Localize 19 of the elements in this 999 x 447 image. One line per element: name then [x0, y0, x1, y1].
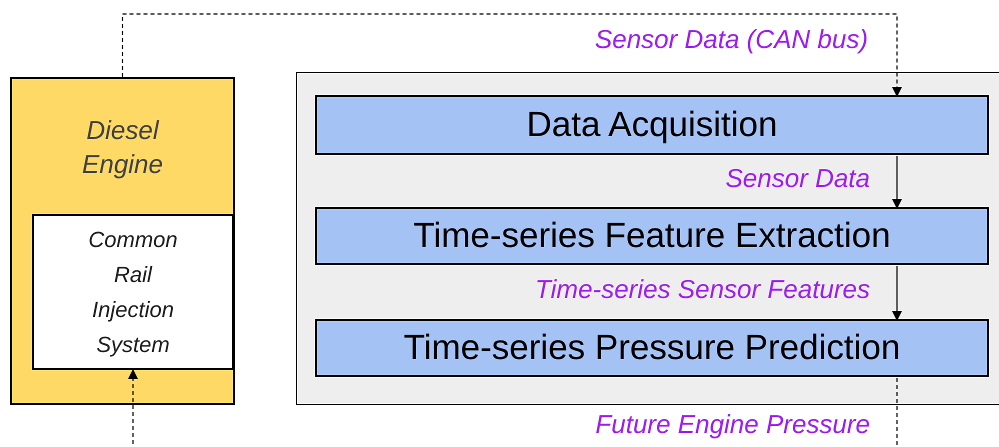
arrow: [892, 156, 902, 209]
node-label: Common Rail Injection System: [87, 226, 179, 359]
edge-label: Future Engine Pressure: [595, 409, 870, 439]
edge-label: Sensor Data (CAN bus): [594, 24, 868, 54]
node-label: Data Acquisition: [526, 105, 778, 145]
injection-system-box: [32, 214, 234, 370]
dashed-arrow: [128, 369, 898, 447]
engine-box: [10, 77, 235, 405]
dashed-arrow: [122, 13, 902, 97]
arrow: [892, 266, 902, 321]
process-box: [315, 95, 989, 155]
node-label: Time-series Pressure Prediction: [404, 328, 900, 368]
edge-label: Time-series Sensor Features: [535, 274, 870, 304]
node-label: Diesel Engine: [81, 114, 164, 181]
pipeline-panel: [296, 72, 999, 405]
process-box: [315, 319, 989, 377]
edge-label: Sensor Data: [725, 163, 870, 193]
node-label: Time-series Feature Extraction: [413, 216, 891, 256]
process-box: [315, 207, 989, 265]
